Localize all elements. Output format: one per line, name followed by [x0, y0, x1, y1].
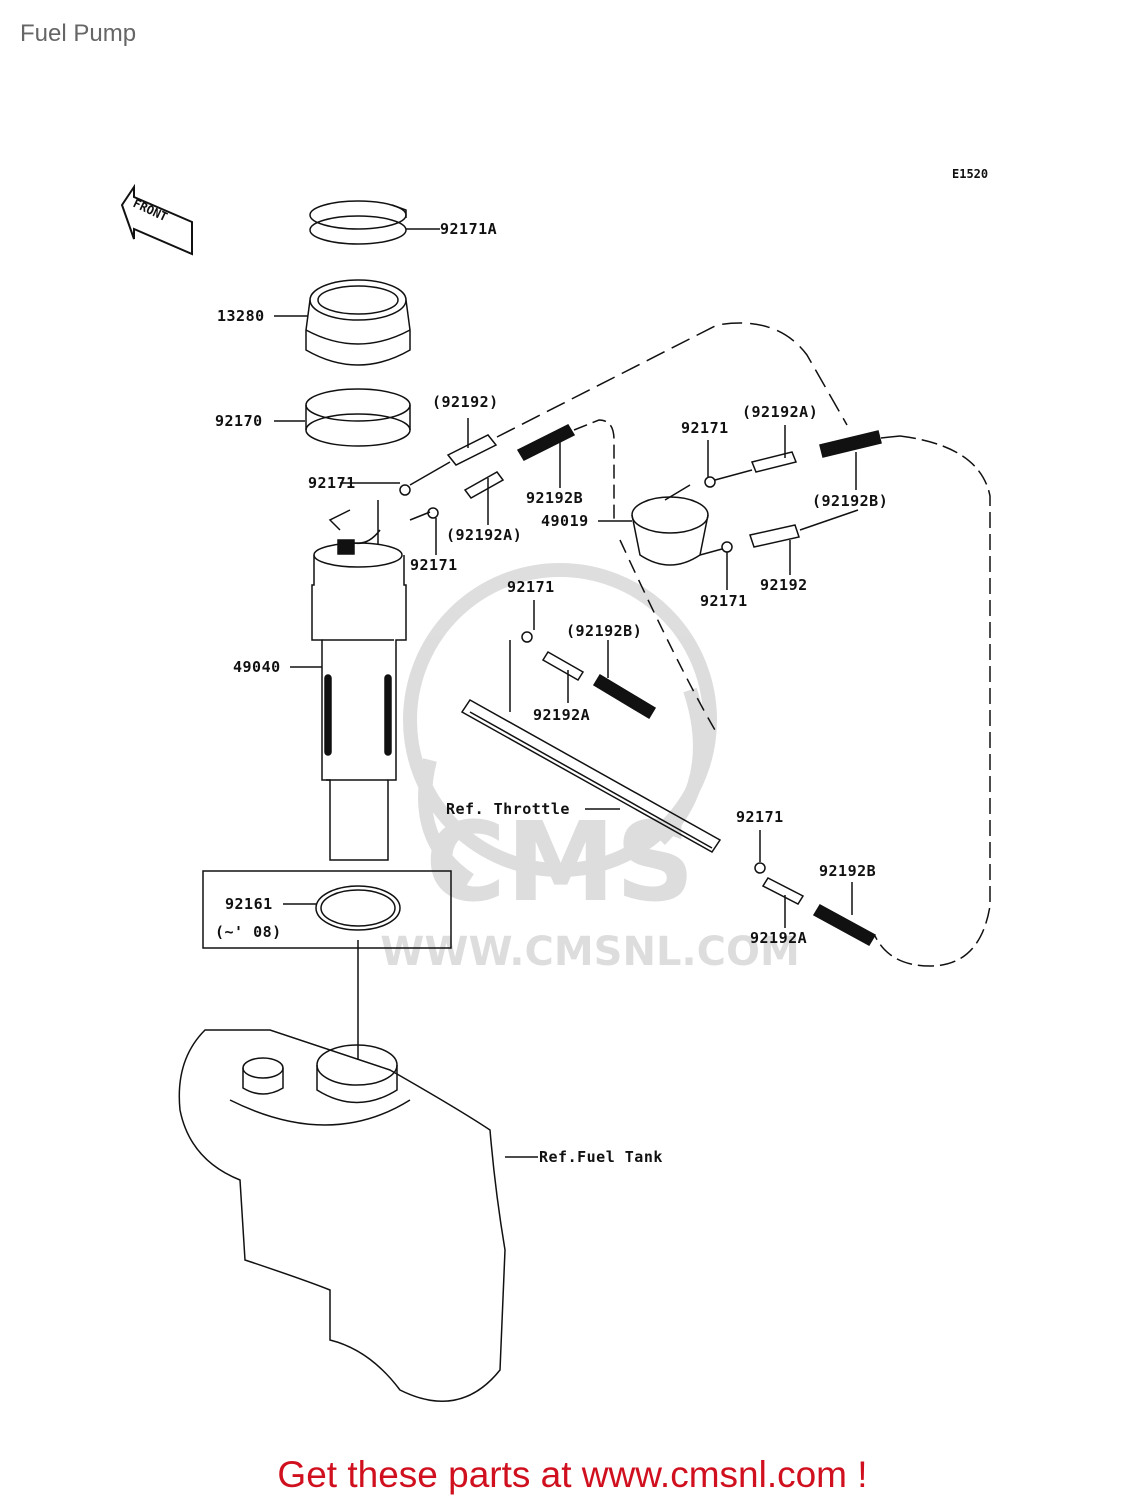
part-label-13280[interactable]: 13280: [217, 307, 265, 325]
part-label-92171[interactable]: 92171: [308, 474, 356, 492]
gasket-note: (~' 08): [215, 923, 282, 941]
cover-13280: [274, 279, 411, 366]
fuel-tank: [178, 1029, 538, 1402]
page-title: Fuel Pump: [20, 20, 137, 47]
part-label-49019[interactable]: 49019: [541, 512, 589, 530]
part-label-92192b[interactable]: 92192B: [819, 862, 877, 880]
fuel-filter-49019: [598, 484, 716, 731]
part-label-92161[interactable]: 92161: [225, 895, 273, 913]
part-label-49040[interactable]: 49040: [233, 658, 281, 676]
ref-throttle-label: Ref. Throttle: [446, 800, 570, 818]
part-label-92192-paren[interactable]: (92192): [432, 393, 499, 411]
part-label-92171[interactable]: 92171: [700, 592, 748, 610]
svg-text:WWW.CMSNL.COM: WWW.CMSNL.COM: [380, 929, 800, 975]
diagram-code: E1520: [952, 167, 989, 181]
part-label-92192a[interactable]: 92192A: [533, 706, 591, 724]
part-label-92192[interactable]: 92192: [760, 576, 808, 594]
hoses-right: [699, 425, 991, 967]
ref-fuel-tank-label: Ref.Fuel Tank: [539, 1148, 663, 1166]
front-arrow-icon: FRONT: [120, 183, 193, 256]
throttle-fuel-rail: [460, 600, 877, 947]
part-label-92192a-paren[interactable]: (92192A): [446, 526, 523, 544]
hoses-upper: [340, 322, 848, 555]
part-label-92192a-paren[interactable]: (92192A): [742, 403, 819, 421]
part-label-92192a[interactable]: 92192A: [750, 929, 808, 947]
part-label-92171[interactable]: 92171: [507, 578, 555, 596]
cta-link[interactable]: Get these parts at www.cmsnl.com !: [277, 1454, 868, 1495]
svg-text:CMS: CMS: [425, 798, 694, 926]
part-label-92171a[interactable]: 92171A: [440, 220, 498, 238]
part-label-92171[interactable]: 92171: [681, 419, 729, 437]
part-label-92192b-paren[interactable]: (92192B): [812, 492, 889, 510]
part-label-92170[interactable]: 92170: [215, 412, 263, 430]
part-label-92171[interactable]: 92171: [410, 556, 458, 574]
clamp-92171a: [309, 200, 440, 245]
gasket-box: [202, 870, 452, 1060]
clamp-92170: [274, 388, 411, 447]
fuel-pump-49040: [290, 500, 407, 861]
part-label-92192b[interactable]: 92192B: [526, 489, 584, 507]
part-label-92171[interactable]: 92171: [736, 808, 784, 826]
part-label-92192b-paren[interactable]: (92192B): [566, 622, 643, 640]
